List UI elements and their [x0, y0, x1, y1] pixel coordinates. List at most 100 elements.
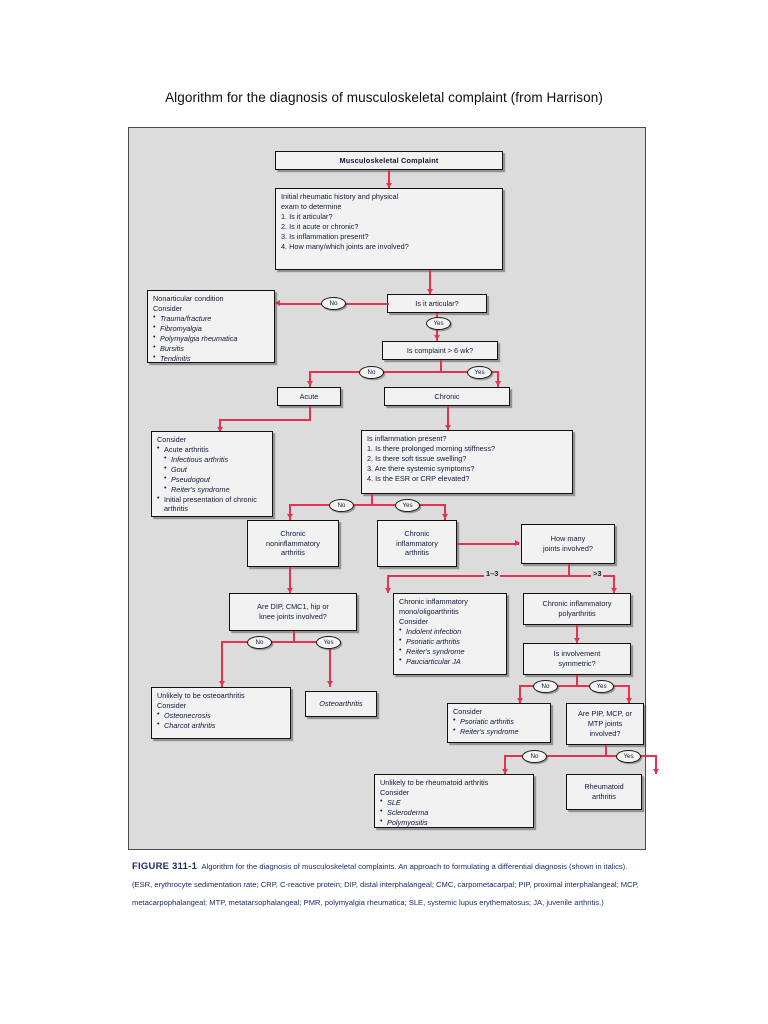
edge-symmetric-stem [576, 675, 578, 686]
edge-pip-yes-drop [655, 755, 657, 774]
edge-dip-stem [293, 631, 295, 642]
arrowhead-inflammatory [441, 514, 448, 519]
branch-oval-pip-no: No [522, 750, 547, 763]
arrowhead-osteoarthritis [326, 681, 333, 686]
node-musculoskeletal-complaint: Musculoskeletal Complaint [275, 151, 503, 170]
arrowhead-are-pip [625, 698, 632, 703]
arrowhead-unlikely-ra [501, 769, 508, 774]
node-chronic: Chronic [384, 387, 510, 406]
node-is-involvement-symmetric: Is involvement symmetric? [523, 643, 631, 675]
edge-to-noninflammatory [289, 504, 291, 520]
branch-oval-articular-yes: Yes [426, 317, 451, 330]
edge-6wk-stem [440, 360, 442, 372]
node-acute-consider: Consider Acute arthritis Infectious arth… [151, 431, 273, 517]
arrowhead-unlikely-oa [218, 681, 225, 686]
branch-oval-dip-no: No [247, 636, 272, 649]
edge-pip-stem [605, 745, 607, 756]
node-chronic-inflammatory-polyarthritis: Chronic inflammatory polyarthritis [523, 593, 631, 625]
arrowhead-acute [306, 381, 313, 386]
edge-symmetric-split [519, 685, 629, 687]
consider-psoriatic-list: Psoriatic arthritis Reiter's syndrome [453, 716, 545, 737]
branch-oval-inflammation-no: No [329, 499, 354, 512]
node-chronic-noninflammatory: Chronic noninflammatory arthritis [247, 520, 339, 567]
arrowhead-chronic [494, 381, 501, 386]
edge-symmetric-no-drop [519, 685, 521, 703]
mono-oligo-list: Indolent infection Psoriatic arthritis R… [399, 626, 501, 667]
figure-canvas: Musculoskeletal Complaint Initial rheuma… [128, 127, 659, 850]
edge-pip-split [504, 755, 656, 757]
page-title: Algorithm for the diagnosis of musculosk… [165, 90, 603, 105]
arrowhead-articular [426, 289, 433, 294]
edge-acute-consider-drop [219, 419, 221, 432]
branch-label-more-than-3: >3 [591, 569, 604, 578]
node-unlikely-rheumatoid: Unlikely to be rheumatoid arthritis Cons… [374, 774, 534, 828]
branch-oval-pip-yes: Yes [616, 750, 641, 763]
branch-oval-6wk-no: No [359, 366, 384, 379]
arrowhead-polyarthritis [610, 588, 617, 593]
edge-complaint-to-initial [388, 170, 390, 188]
arrowhead-6wk [433, 335, 440, 340]
edge-6wk-split [309, 371, 498, 373]
figure-number: FIGURE 311-1 [132, 860, 198, 871]
node-how-many-joints: How many joints involved? [521, 524, 615, 564]
edge-to-inflammatory [444, 504, 446, 520]
node-are-pip-mcp-mtp: Are PIP, MCP, or MTP joints involved? [566, 703, 644, 745]
node-consider-psoriatic: Consider Psoriatic arthritis Reiter's sy… [447, 703, 551, 743]
arrowhead-dip-question [286, 588, 293, 593]
edge-dip-yes-drop [329, 641, 331, 687]
edge-symmetric-yes-drop [628, 685, 630, 703]
figure-caption-text: Algorithm for the diagnosis of musculosk… [132, 862, 639, 907]
arrowhead-rheumatoid [652, 769, 659, 774]
arrowhead-noninflammatory [286, 514, 293, 519]
node-are-dip-cmc1: Are DIP, CMC1, hip or knee joints involv… [229, 593, 357, 631]
unlikely-ra-list: SLE Scleroderma Polymyositis [380, 797, 528, 828]
edge-initial-to-articular [429, 270, 431, 294]
edge-dip-no-drop [221, 641, 223, 687]
arrowhead-consider-psoriatic [516, 698, 523, 703]
node-acute: Acute [277, 387, 341, 406]
edge-to-acute [309, 371, 311, 387]
branch-oval-inflammation-yes: Yes [395, 499, 420, 512]
edge-inflammation-split [289, 504, 445, 506]
edge-noninflammatory-stem [289, 567, 291, 593]
branch-oval-dip-yes: Yes [316, 636, 341, 649]
node-is-articular: Is it articular? [387, 294, 487, 313]
arrowhead-how-many-joints [515, 539, 520, 546]
edge-joints-stem [568, 564, 570, 576]
arrowhead-symmetric [573, 638, 580, 643]
branch-label-1-3: 1–3 [484, 569, 501, 578]
node-rheumatoid-arthritis: Rheumatoid arthritis [566, 774, 642, 810]
edge-to-monooligo [387, 575, 389, 593]
node-chronic-inflammatory: Chronic inflammatory arthritis [377, 520, 457, 567]
node-unlikely-osteoarthritis: Unlikely to be osteoarthritis Consider O… [151, 687, 291, 739]
edge-acute-to-consider [219, 419, 311, 421]
edge-pip-no-drop [504, 755, 506, 774]
arrowhead-inflammation [444, 425, 451, 430]
edge-to-polyarthritis [613, 575, 615, 593]
node-is-complaint-6wk: Is complaint > 6 wk? [382, 341, 498, 360]
node-initial-evaluation: Initial rheumatic history and physical e… [275, 188, 503, 270]
nonarticular-list: Trauma/fracture Fibromyalgia Polymyalgia… [153, 313, 269, 364]
edge-joints-split [387, 575, 614, 577]
branch-oval-symmetric-no: No [533, 680, 558, 693]
figure-caption: FIGURE 311-1 Algorithm for the diagnosis… [128, 850, 646, 914]
acute-consider-list: Acute arthritis Infectious arthritis Gou… [157, 444, 267, 514]
edge-to-chronic [497, 371, 499, 387]
unlikely-oa-list: Osteonecrosis Charcot arthritis [157, 710, 285, 731]
arrowhead-monooligo [384, 588, 391, 593]
edge-inflammation-stem [371, 494, 373, 505]
branch-oval-articular-no: No [321, 297, 346, 310]
edge-poly-to-symmetric [576, 625, 578, 643]
node-inflammation-question: Is inflammation present? 1. Is there pro… [361, 430, 573, 494]
branch-oval-symmetric-yes: Yes [589, 680, 614, 693]
branch-oval-6wk-yes: Yes [467, 366, 492, 379]
node-mono-oligoarthritis: Chronic inflammatory mono/oligoarthritis… [393, 593, 507, 675]
arrowhead-acute-consider [216, 427, 223, 432]
edge-acute-stem [309, 406, 311, 420]
edge-dip-split [221, 641, 331, 643]
edge-chronic-stem [447, 406, 449, 430]
edge-inflammatory-to-joints [457, 543, 519, 545]
arrowhead-nonarticular [275, 299, 280, 306]
arrowhead-initial [385, 183, 392, 188]
node-osteoarthritis: Osteoarthritis [305, 691, 377, 717]
